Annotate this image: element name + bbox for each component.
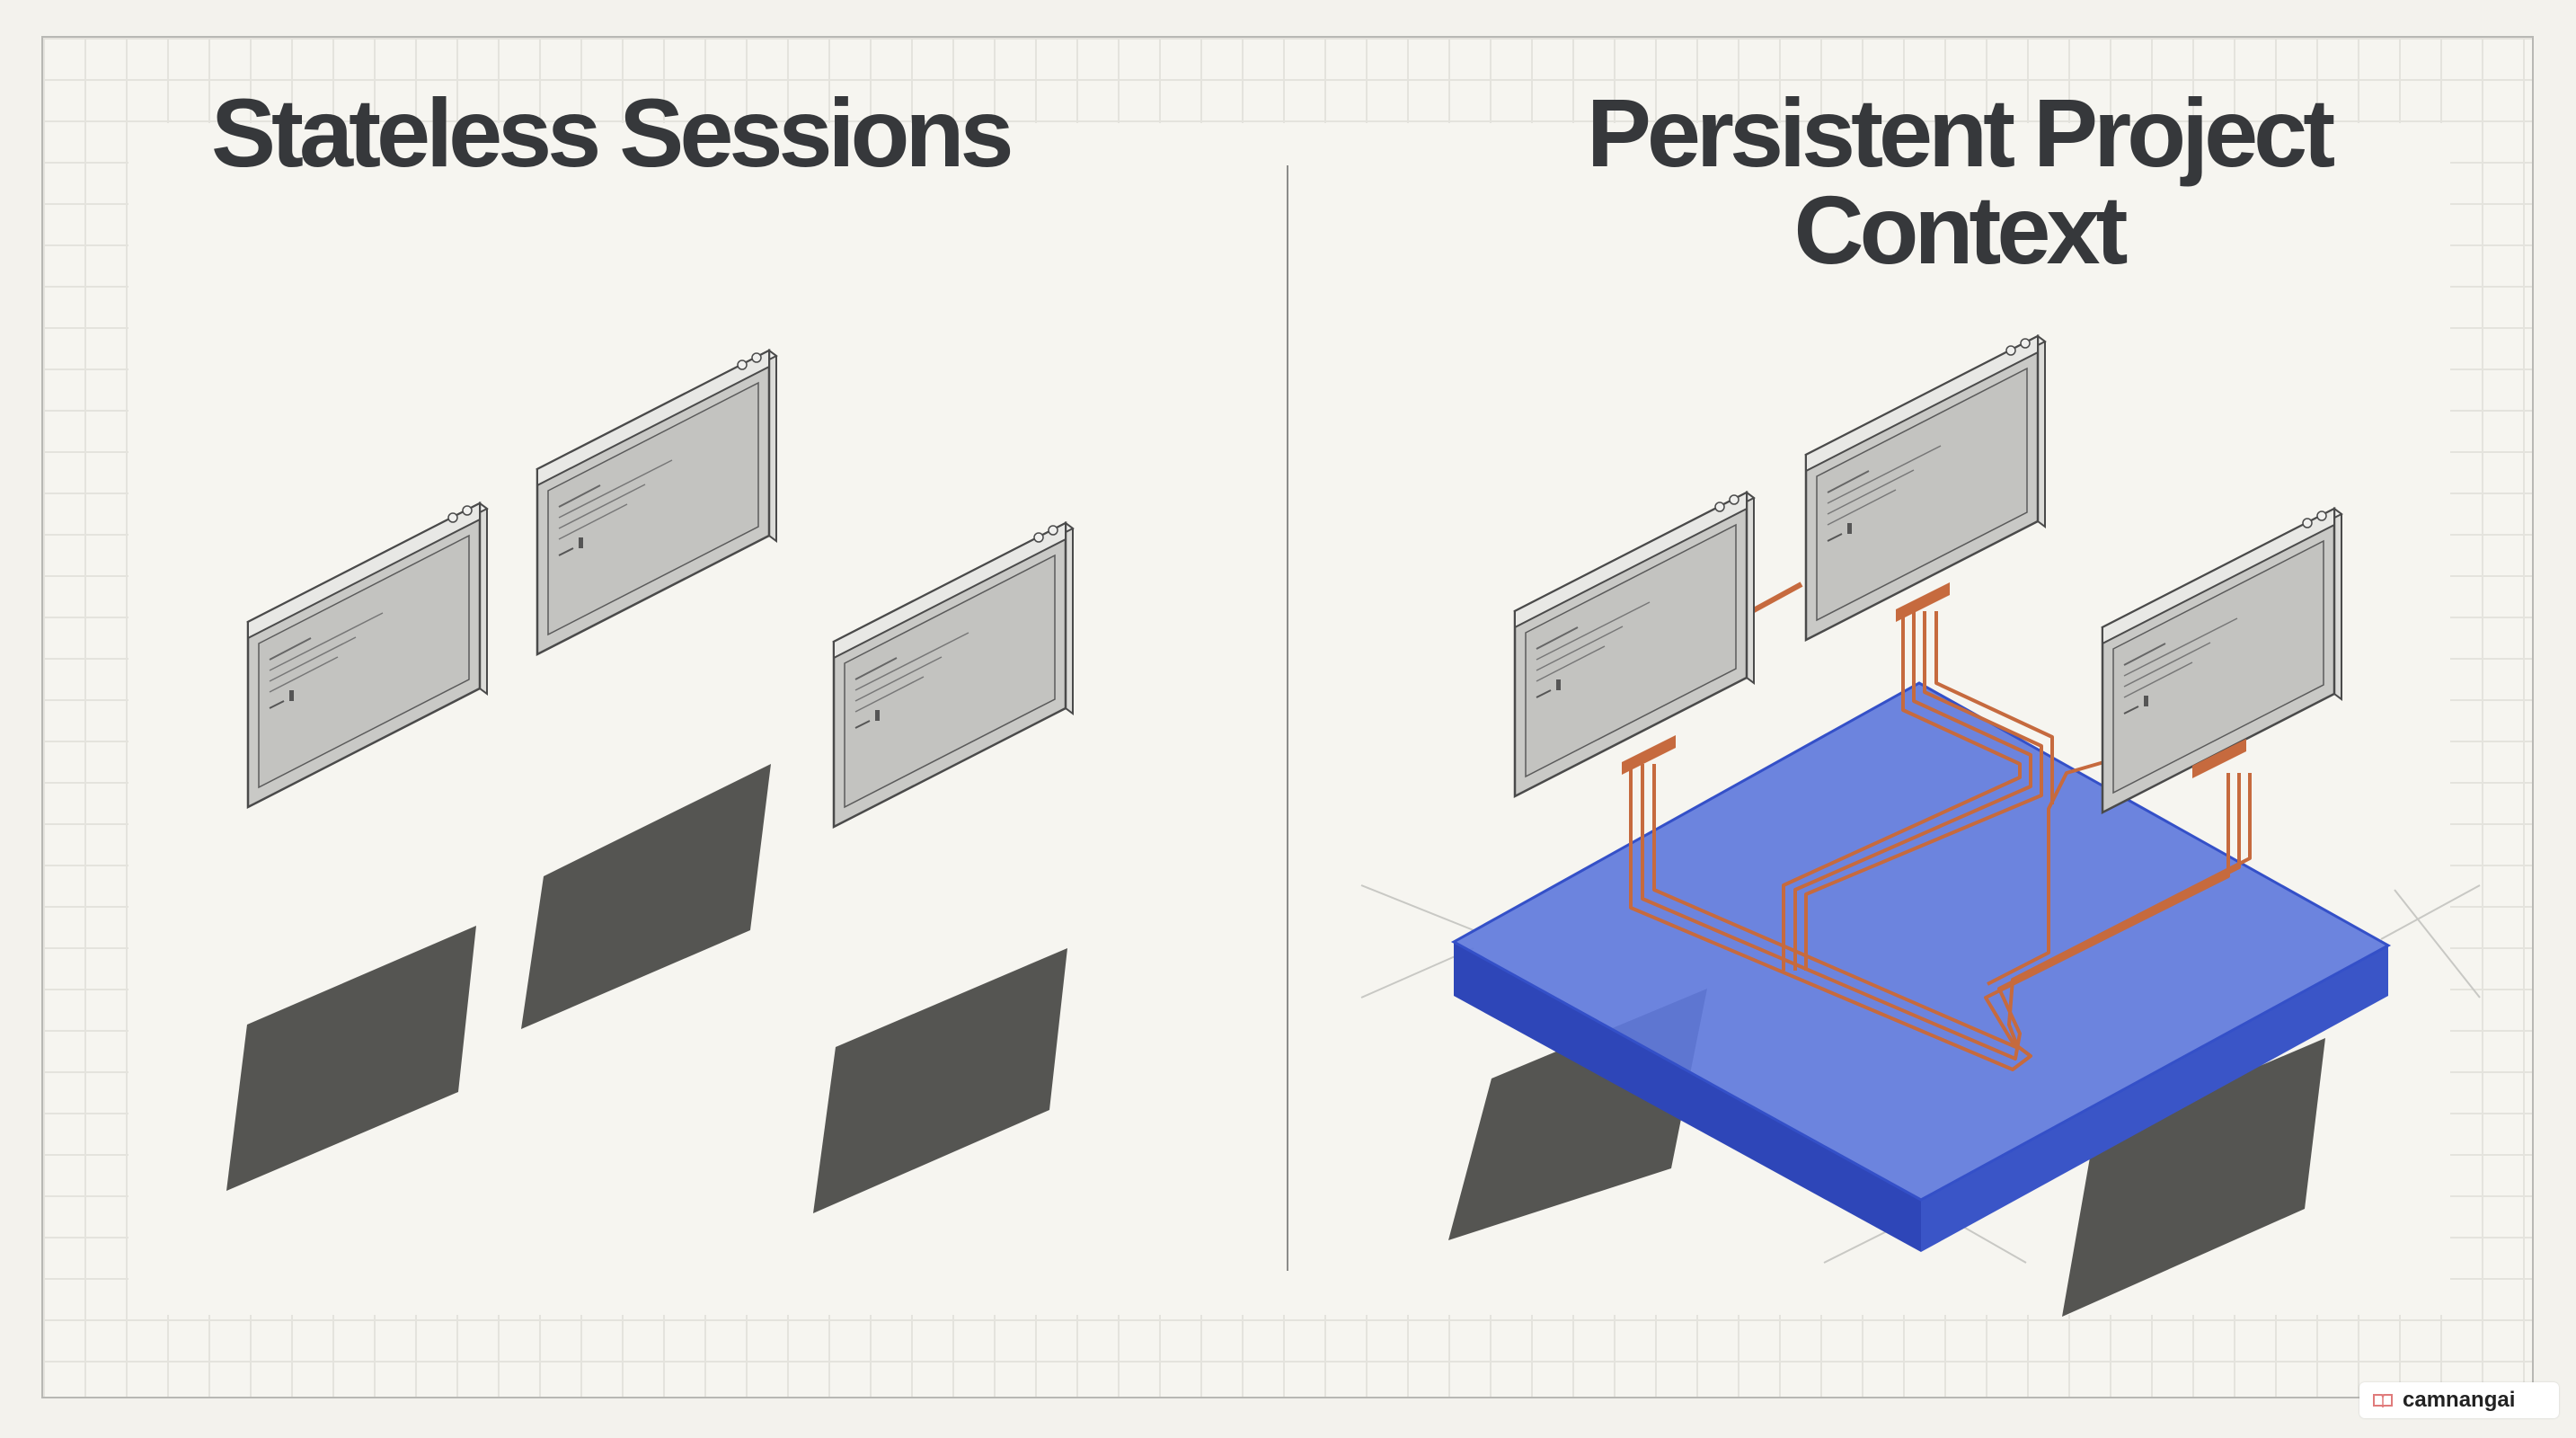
context-base	[1450, 681, 2392, 1252]
session-window-shadow	[813, 948, 1067, 1213]
context-wires	[1629, 581, 2252, 1071]
left-shadows	[226, 764, 1067, 1213]
context-window	[1804, 334, 2047, 642]
session-window	[536, 349, 778, 656]
session-window	[246, 502, 489, 809]
watermark-text: camnangai	[2403, 1388, 2516, 1412]
session-window-shadow	[226, 926, 476, 1191]
context-window	[1513, 491, 1756, 798]
wire-connectors	[1622, 582, 2246, 778]
persistent-context-title-line1: Persistent Project	[1586, 78, 2335, 187]
persistent-context-title: Persistent Project Context	[1509, 84, 2408, 279]
window-shadow	[2062, 1038, 2325, 1317]
session-window	[832, 521, 1075, 829]
session-window-shadow	[521, 764, 771, 1029]
book-icon	[2373, 1394, 2393, 1408]
persistent-context-title-line2: Context	[1793, 175, 2129, 284]
watermark-badge: camnangai	[2359, 1382, 2559, 1418]
context-window	[2101, 507, 2343, 814]
stateless-sessions-title: Stateless Sessions	[211, 78, 1014, 187]
panel-divider	[1287, 165, 1288, 1271]
